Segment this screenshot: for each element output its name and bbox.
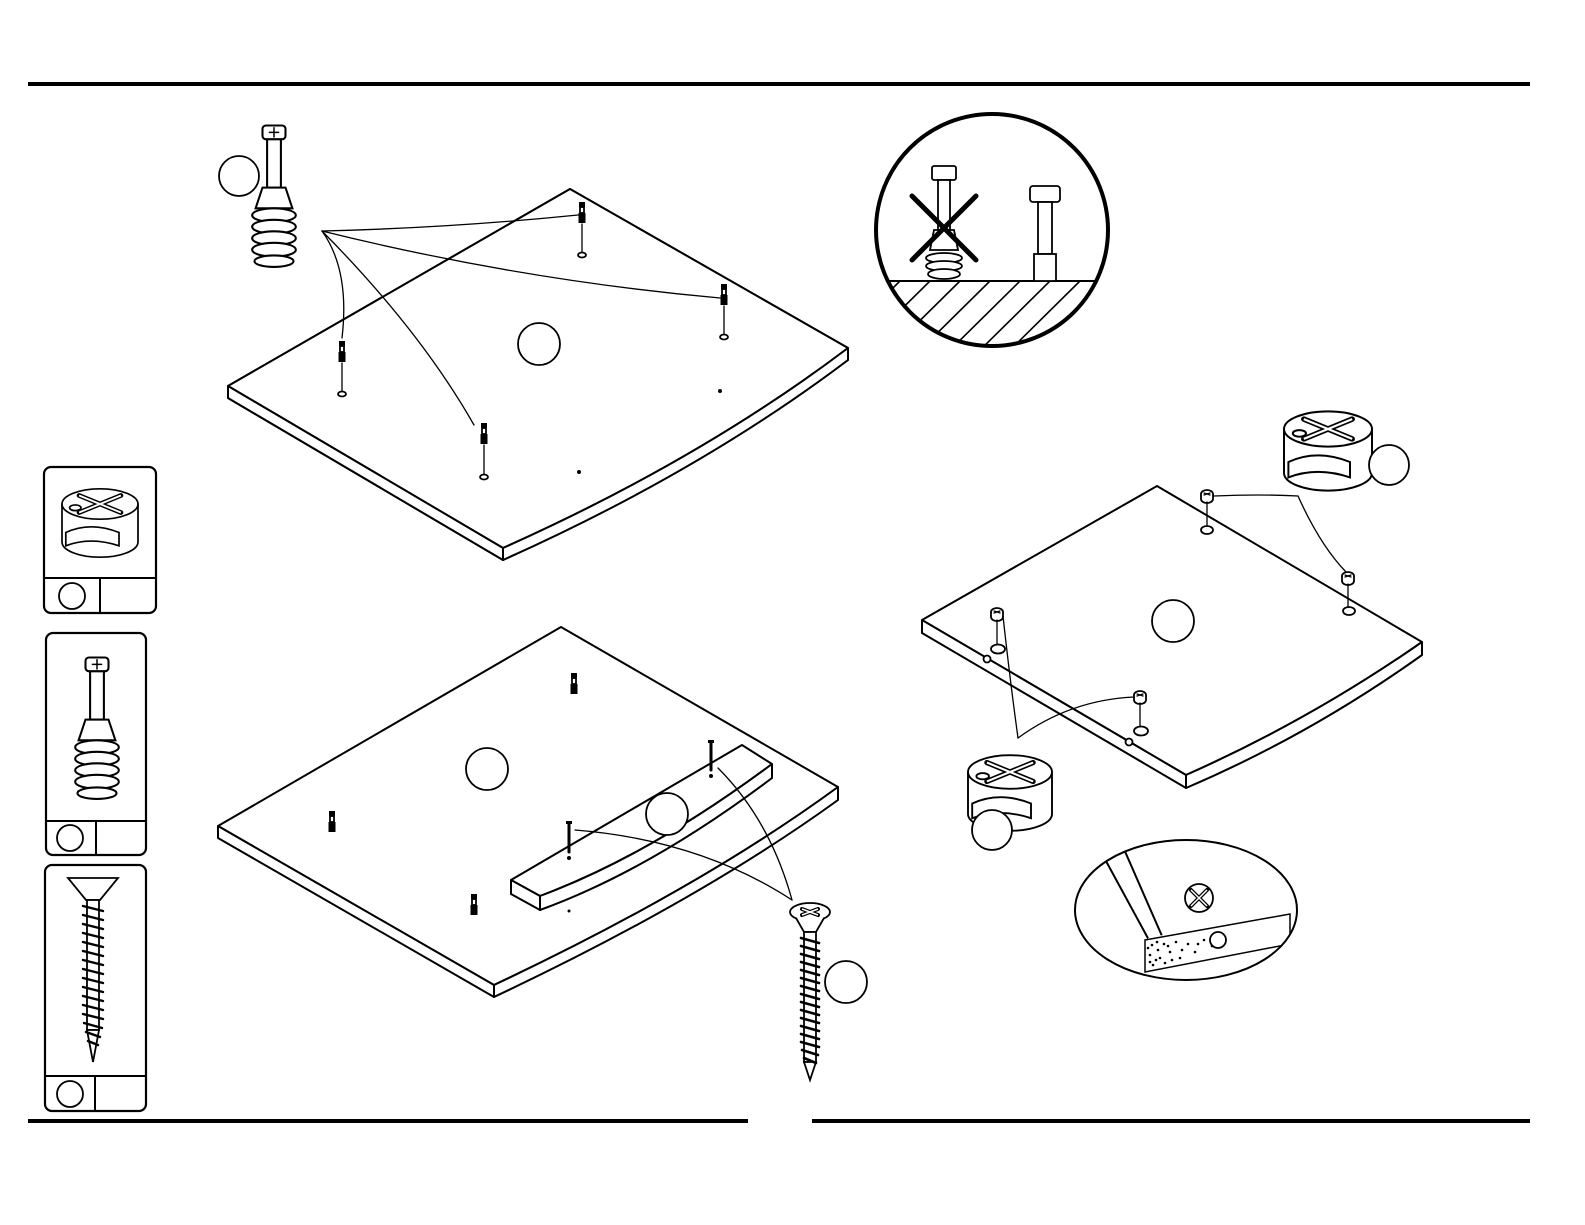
part-panel-cam-bolt — [46, 633, 146, 855]
cam-lock-icon — [62, 489, 138, 557]
part-callout-circle — [57, 825, 83, 851]
wood-screw-icon — [790, 903, 830, 1080]
part-panel-cam-lock — [44, 467, 156, 613]
step-bottom-left — [218, 627, 867, 1080]
detail-bolt-depth-check — [820, 114, 1140, 361]
callout-bracket-bottom-left — [646, 793, 688, 835]
bolt-correct — [1030, 186, 1060, 281]
cam-lock-icon — [1284, 411, 1372, 490]
part-callout-circle — [59, 583, 85, 609]
callout-board-top-left — [518, 323, 560, 365]
callout-screw-bottom-left — [825, 961, 867, 1003]
part-panel-wood-screw — [45, 865, 146, 1111]
part-callout-circle — [57, 1081, 83, 1107]
detail-screw-head-flush — [1075, 840, 1320, 990]
bolt-marker — [571, 673, 578, 694]
bolt-marker — [329, 811, 336, 832]
callout-bolt-top-left — [219, 156, 259, 196]
callout-board-right — [1152, 600, 1194, 642]
step-right — [922, 411, 1422, 990]
bolt-marker — [471, 894, 478, 915]
cam-marker — [1342, 572, 1355, 615]
cam-bolt-icon — [252, 126, 296, 267]
callout-cam-top-right — [1369, 445, 1409, 485]
callout-board-bottom-left — [466, 748, 508, 790]
step-top-left — [219, 126, 848, 561]
bolt-incorrect — [926, 166, 962, 279]
callout-cam-bottom-right — [972, 810, 1012, 850]
